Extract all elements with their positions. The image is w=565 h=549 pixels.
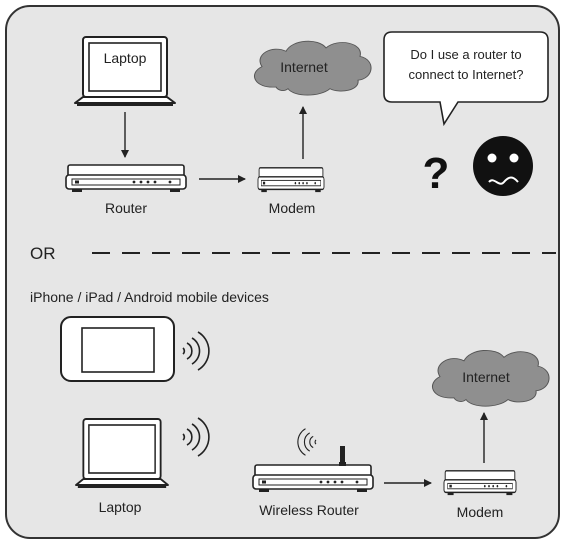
speech-line-2: connect to Internet?: [409, 67, 524, 82]
modem-icon: [257, 167, 325, 193]
router-label: Router: [105, 200, 147, 216]
mobile-devices-heading: iPhone / iPad / Android mobile devices: [30, 289, 269, 305]
speech-bubble: [383, 31, 549, 127]
top-laptop-label: Laptop: [104, 50, 147, 66]
top-cloud-label: Internet: [280, 59, 328, 75]
question-mark-icon: ?: [423, 149, 450, 198]
diagram-panel: [5, 5, 560, 539]
bottom-laptop-icon: [75, 418, 169, 488]
speech-line-1: Do I use a router to: [410, 47, 521, 62]
or-label: OR: [30, 244, 56, 263]
wireless-router-icon: [252, 428, 374, 493]
top-modem-label: Modem: [269, 200, 316, 216]
router-icon: [65, 164, 187, 193]
bottom-laptop-label: Laptop: [99, 499, 142, 515]
tablet-icon: [60, 316, 175, 382]
laptop-icon: [74, 36, 176, 106]
wireless-router-label: Wireless Router: [259, 502, 359, 518]
bottom-cloud-label: Internet: [462, 369, 510, 385]
confused-face-icon: [473, 136, 533, 196]
bottom-modem-label: Modem: [457, 504, 504, 520]
bottom-modem-icon: [443, 470, 517, 496]
